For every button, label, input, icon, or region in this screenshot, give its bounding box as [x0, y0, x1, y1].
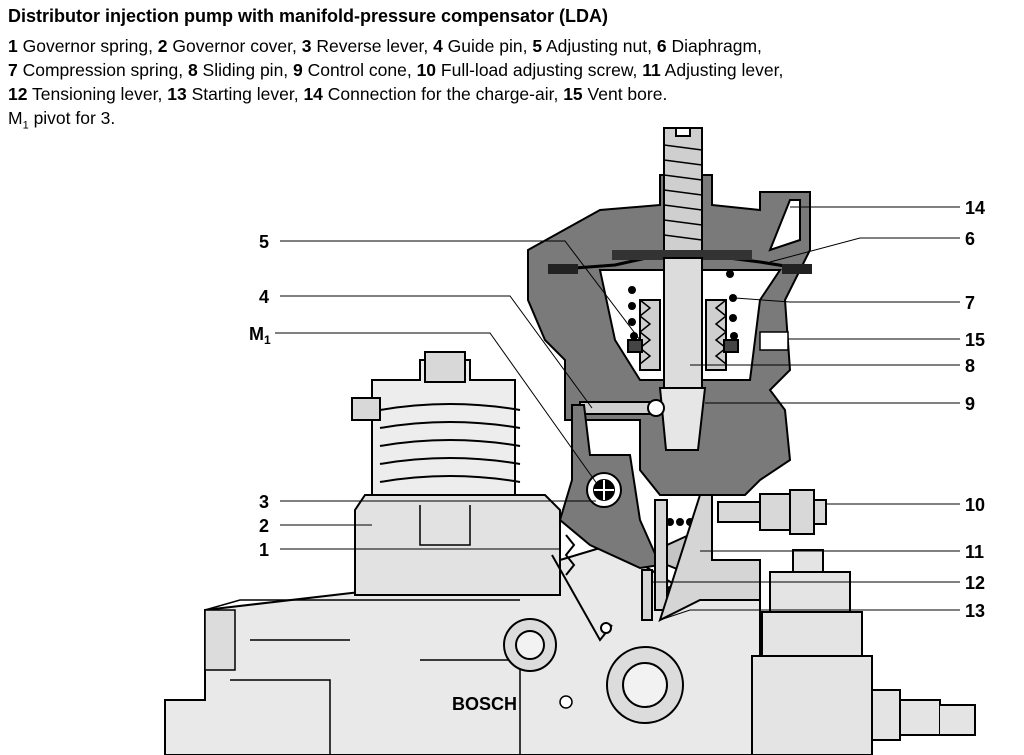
- legend-number: 14: [303, 84, 323, 104]
- legend-number: 3: [301, 36, 312, 56]
- top-stud: [663, 127, 703, 259]
- callout-2: 2: [259, 516, 269, 536]
- callout-m1-symbol: M: [249, 324, 264, 344]
- callout-12: 12: [965, 573, 985, 593]
- callout-5: 5: [259, 232, 269, 252]
- legend-text: Adjusting lever,: [660, 60, 784, 80]
- legend-number: 15: [563, 84, 583, 104]
- callout-10: 10: [965, 495, 985, 515]
- legend-text: Sliding pin,: [197, 60, 294, 80]
- legend-number: 6: [656, 36, 667, 56]
- sliding-pin: [627, 257, 739, 451]
- callout-4: 4: [259, 287, 269, 307]
- legend-text: Compression spring,: [17, 60, 188, 80]
- figure-caption: Distributor injection pump with manifold…: [8, 4, 1018, 138]
- callout-13: 13: [965, 601, 985, 621]
- legend-number: 5: [532, 36, 543, 56]
- compression-spring: [628, 270, 738, 340]
- legend-number: 9: [293, 60, 303, 80]
- diaphragm: [547, 250, 812, 274]
- legend-text: Guide pin,: [442, 36, 533, 56]
- legend-text: Adjusting nut,: [542, 36, 657, 56]
- callout-9: 9: [965, 394, 975, 414]
- legend-text: Reverse lever,: [311, 36, 434, 56]
- callout-15: 15: [965, 330, 985, 350]
- legend-number: 7: [8, 60, 18, 80]
- legend-number: 8: [187, 60, 198, 80]
- callout-m1: M1: [249, 324, 271, 347]
- pump-body: [164, 543, 761, 755]
- leader-lines: [275, 206, 960, 621]
- pivot-text: pivot for 3.: [28, 108, 116, 128]
- legend-text: Control cone,: [302, 60, 417, 80]
- legend-text: Starting lever,: [186, 84, 304, 104]
- legend-line: 12 Tensioning lever, 13 Starting lever, …: [8, 82, 1018, 106]
- pivot-note: M1 pivot for 3.: [8, 106, 1018, 138]
- legend-number: 4: [433, 36, 443, 56]
- governor-spring-stack: [351, 351, 521, 496]
- brand-label: BOSCH: [452, 694, 517, 714]
- legend-number: 1: [8, 36, 18, 56]
- callout-7: 7: [965, 293, 975, 313]
- legend-text: Governor cover,: [167, 36, 302, 56]
- figure-title: Distributor injection pump with manifold…: [8, 6, 609, 26]
- vent-bore: [759, 331, 789, 351]
- pivot-subscript: 1: [22, 119, 29, 132]
- callout-14: 14: [965, 198, 985, 218]
- guide-pin: [579, 399, 665, 417]
- legend-number: 11: [642, 60, 661, 80]
- legend-text: Governor spring,: [17, 36, 158, 56]
- full-load-screw: [717, 489, 827, 535]
- pivot-symbol: M: [8, 108, 23, 128]
- legend-text: Diaphragm,: [666, 36, 762, 56]
- legend-text: Vent bore.: [582, 84, 668, 104]
- callout-labels: 5 4 M1 3 2 1 14 6 7 15 8 9 10 11 12 13: [249, 198, 985, 621]
- legend-text: Tensioning lever,: [27, 84, 168, 104]
- callout-m1-subscript: 1: [264, 333, 271, 347]
- callout-11: 11: [965, 542, 984, 562]
- legend-number: 12: [8, 84, 28, 104]
- legend-number: 10: [416, 60, 437, 80]
- tensioning-lever: [641, 494, 761, 622]
- callout-6: 6: [965, 229, 975, 249]
- callout-3: 3: [259, 492, 269, 512]
- callout-8: 8: [965, 356, 975, 376]
- legend-number: 2: [157, 36, 168, 56]
- parts-legend: 1 Governor spring, 2 Governor cover, 3 R…: [8, 34, 1018, 106]
- legend-text: Full-load adjusting screw,: [436, 60, 643, 80]
- callout-1: 1: [259, 540, 269, 560]
- right-fitting: [751, 549, 976, 755]
- governor-cover: [354, 494, 561, 596]
- legend-line: 7 Compression spring, 8 Sliding pin, 9 C…: [8, 58, 1018, 82]
- legend-number: 13: [167, 84, 187, 104]
- legend-text: Connection for the charge-air,: [322, 84, 564, 104]
- governor-spring: [551, 534, 613, 642]
- legend-line: 1 Governor spring, 2 Governor cover, 3 R…: [8, 34, 1018, 58]
